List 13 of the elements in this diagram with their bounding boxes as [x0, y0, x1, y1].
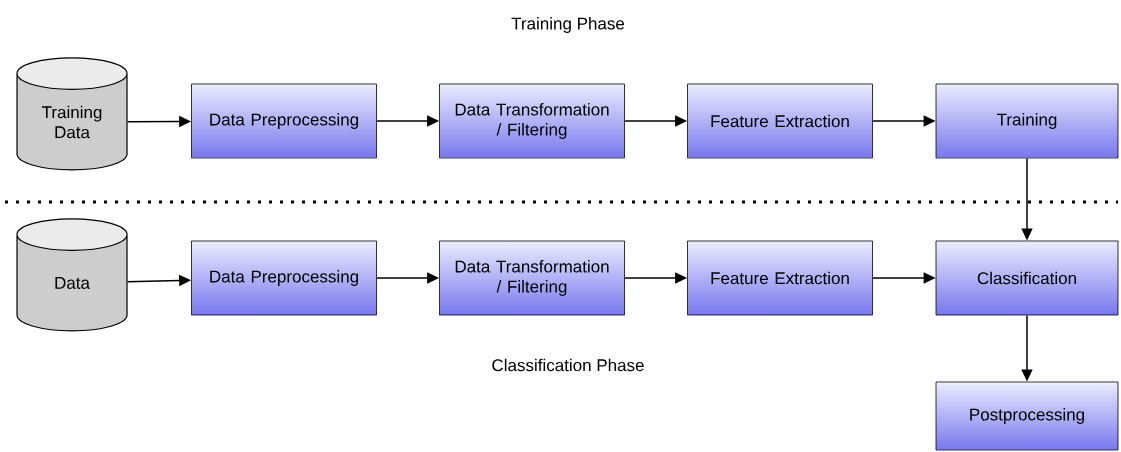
- process-box: Data Preprocessing: [191, 240, 377, 316]
- database-cylinder: Data: [16, 218, 128, 332]
- process-box: Feature Extraction: [687, 240, 873, 316]
- phase-title: Training Phase: [511, 17, 625, 33]
- database-cylinder: Training Data: [16, 57, 128, 171]
- process-box: Data Transformation / Filtering: [439, 83, 625, 159]
- process-box: Feature Extraction: [687, 83, 873, 159]
- process-box: Data Preprocessing: [191, 83, 377, 159]
- process-box: Classification: [935, 240, 1119, 316]
- process-box: Training: [935, 83, 1119, 159]
- process-box: Data Transformation / Filtering: [439, 240, 625, 316]
- phase-title: Classification Phase: [492, 358, 644, 372]
- process-box: Postprocessing: [935, 381, 1119, 451]
